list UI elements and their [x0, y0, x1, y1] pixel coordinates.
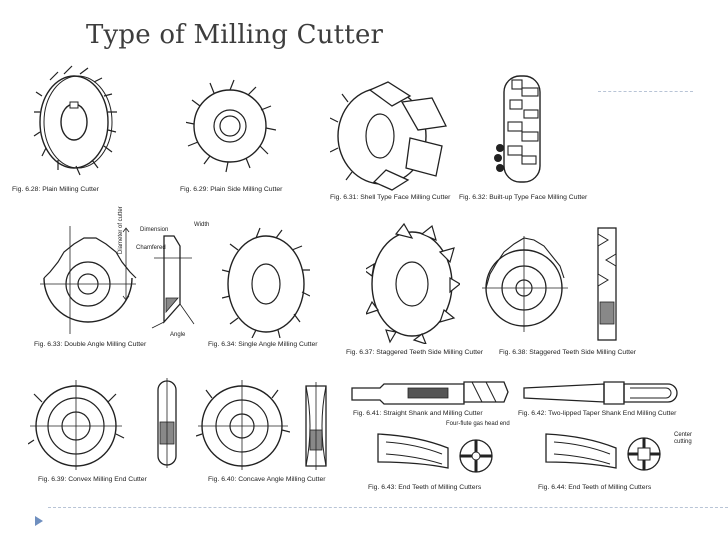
- convex-cutter-section: [157, 378, 177, 468]
- end-teeth-cutter-b-figure: [545, 433, 661, 471]
- straight-shank-cutter-figure: [351, 381, 509, 405]
- cutter-diameter-dimension: [122, 227, 130, 301]
- convex-milling-end-cutter-figure: [28, 380, 125, 470]
- fig-6-39-caption: Fig. 6.39: Convex Milling End Cutter: [38, 476, 147, 483]
- bottom-divider: [48, 507, 728, 508]
- single-angle-cutter-section: [151, 235, 195, 329]
- fig-6-43-caption: Fig. 6.43: End Teeth of Milling Cutters: [368, 484, 482, 491]
- dimension-label: Dimension: [140, 227, 169, 233]
- plain-side-milling-cutter-figure: [186, 79, 276, 173]
- center-cutting-label: Center cutting: [674, 432, 693, 445]
- fig-6-31-caption: Fig. 6.31: Shell Type Face Milling Cutte…: [330, 194, 451, 201]
- fig-6-33-caption: Fig. 6.33: Double Angle Milling Cutter: [34, 341, 147, 348]
- fig-6-40-caption: Fig. 6.40: Concave Angle Milling Cutter: [208, 476, 326, 483]
- double-angle-milling-cutter-figure: [40, 226, 137, 334]
- staggered-teeth-side-cutter-figure: [482, 236, 568, 332]
- fig-6-38-caption: Fig. 6.38: Staggered Teeth Side Milling …: [499, 349, 637, 356]
- chamfered-label: Chamfered: [136, 245, 166, 251]
- concave-angle-milling-cutter-figure: [196, 380, 290, 470]
- plain-milling-cutter-figure: [33, 65, 117, 176]
- fig-6-28-caption: Fig. 6.28: Plain Milling Cutter: [12, 186, 99, 193]
- staggered-teeth-cutter-figure: [366, 222, 460, 344]
- concave-cutter-section: [305, 382, 327, 470]
- fig-6-41-caption: Fig. 6.41: Straight Shank and Milling Cu…: [353, 410, 483, 417]
- top-divider: [598, 91, 693, 92]
- diameter-label: Diameter of cutter: [118, 206, 124, 254]
- fig-6-42-caption: Fig. 6.42: Two-lipped Taper Shank End Mi…: [518, 410, 677, 417]
- fig-6-37-caption: Fig. 6.37: Staggered Teeth Side Milling …: [346, 349, 484, 356]
- single-angle-milling-cutter-figure: [222, 227, 310, 338]
- angle-label: Angle: [170, 332, 186, 338]
- width-label: Width: [194, 222, 210, 228]
- built-up-face-milling-cutter-figure: [494, 75, 541, 183]
- fig-6-34-caption: Fig. 6.34: Single Angle Milling Cutter: [208, 341, 318, 348]
- end-teeth-cutter-a-figure: [377, 433, 493, 473]
- fig-6-44-caption: Fig. 6.44: End Teeth of Milling Cutters: [538, 484, 652, 491]
- taper-shank-end-mill-figure: [523, 381, 678, 405]
- slide-title: Type of Milling Cutter: [86, 20, 384, 50]
- fig-6-29-caption: Fig. 6.29: Plain Side Milling Cutter: [180, 186, 283, 193]
- four-flute-label: Four-flute gas head end: [446, 421, 510, 427]
- bullet-arrow-icon: [35, 516, 43, 526]
- shell-face-milling-cutter-figure: [330, 81, 447, 191]
- staggered-teeth-section: [597, 227, 617, 341]
- fig-6-32-caption: Fig. 6.32: Built-up Type Face Milling Cu…: [459, 194, 588, 201]
